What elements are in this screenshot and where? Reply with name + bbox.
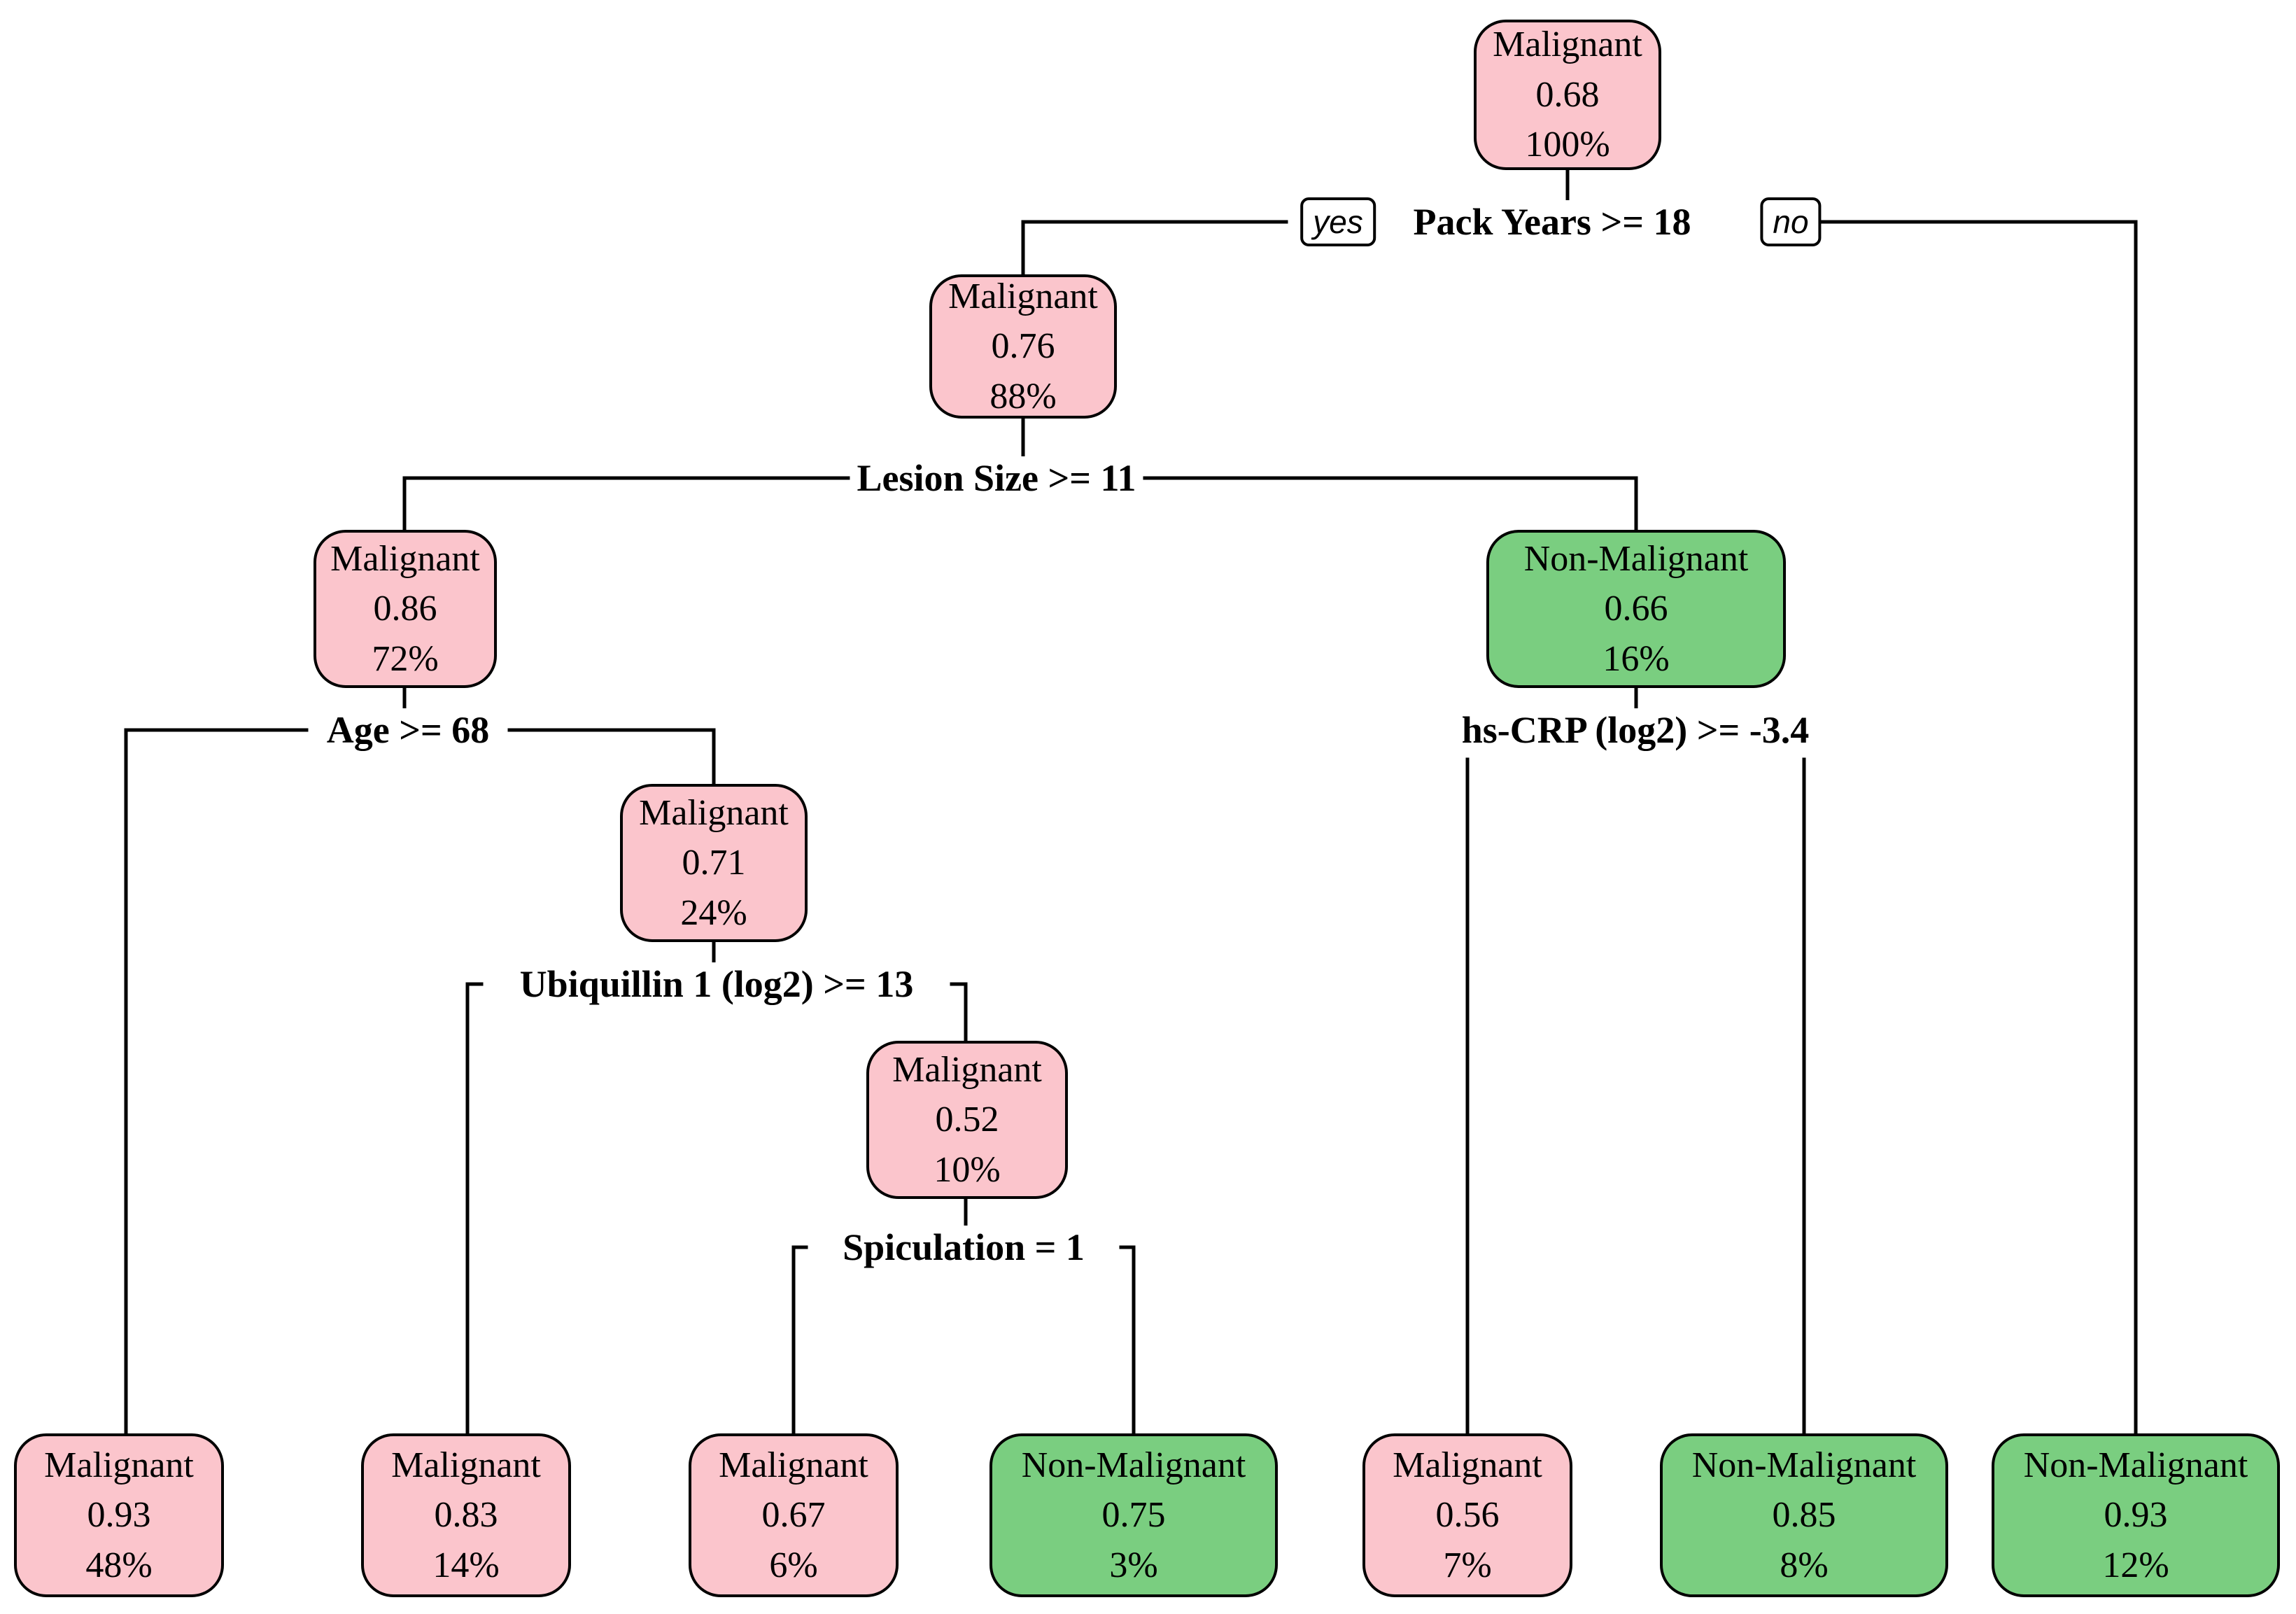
- node-percentage: 12%: [2102, 1545, 2169, 1585]
- branch-label-yes: yes: [1300, 197, 1376, 246]
- node-class-label: Non-Malignant: [1021, 1445, 1246, 1485]
- leaf-node-4[interactable]: Non-Malignant 0.75 3%: [989, 1433, 1278, 1597]
- node-percentage: 14%: [432, 1545, 500, 1585]
- node-class-label: Malignant: [948, 276, 1098, 316]
- node-probability: 0.93: [2104, 1495, 2168, 1536]
- edge-split3-yes-to-leaf1: [124, 728, 309, 1436]
- node-percentage: 7%: [1443, 1545, 1492, 1585]
- node-class-label: Malignant: [639, 792, 789, 833]
- leaf-node-5[interactable]: Malignant 0.56 7%: [1362, 1433, 1572, 1597]
- node-class-label: Malignant: [44, 1445, 194, 1485]
- node-probability: 0.86: [373, 589, 437, 629]
- edge-split6-yes-to-leaf3: [791, 1245, 808, 1436]
- node-percentage: 72%: [372, 638, 439, 679]
- node-percentage: 100%: [1525, 125, 1610, 165]
- node-class-label: Malignant: [330, 538, 480, 579]
- node-probability: 0.56: [1435, 1495, 1500, 1536]
- leaf-node-3[interactable]: Malignant 0.67 6%: [689, 1433, 899, 1597]
- split-label-hs-crp: hs-CRP (log2) >= -3.4: [1454, 708, 1817, 752]
- node-probability: 0.76: [991, 326, 1055, 367]
- branch-label-no: no: [1760, 197, 1822, 246]
- node-probability: 0.52: [935, 1100, 999, 1140]
- node-age-no-malignant[interactable]: Malignant 0.71 24%: [620, 784, 808, 942]
- node-class-label: Non-Malignant: [1691, 1445, 1917, 1485]
- node-percentage: 10%: [934, 1149, 1001, 1190]
- edge-split2-no-to-n4: [1126, 476, 1638, 532]
- node-ubiquillin-no-malignant[interactable]: Malignant 0.52 10%: [866, 1041, 1068, 1199]
- node-root-malignant[interactable]: Malignant 0.68 100%: [1474, 20, 1661, 170]
- edge-split3-no-to-n5: [507, 728, 716, 786]
- node-lesionsize-yes-malignant[interactable]: Malignant 0.86 72%: [314, 530, 497, 688]
- node-probability: 0.68: [1535, 74, 1600, 115]
- node-percentage: 3%: [1109, 1545, 1158, 1585]
- node-percentage: 24%: [680, 892, 747, 933]
- edge-split1-no-to-leaf7: [1815, 220, 2138, 1436]
- leaf-node-7[interactable]: Non-Malignant 0.93 12%: [1992, 1433, 2280, 1597]
- node-percentage: 48%: [85, 1545, 153, 1585]
- node-percentage: 6%: [769, 1545, 818, 1585]
- node-probability: 0.93: [87, 1495, 151, 1536]
- node-class-label: Malignant: [391, 1445, 541, 1485]
- node-probability: 0.67: [761, 1495, 826, 1536]
- node-class-label: Non-Malignant: [2023, 1445, 2248, 1485]
- node-class-label: Malignant: [892, 1049, 1042, 1090]
- node-class-label: Malignant: [719, 1445, 868, 1485]
- split-label-spiculation: Spiculation = 1: [836, 1226, 1092, 1269]
- leaf-node-2[interactable]: Malignant 0.83 14%: [361, 1433, 571, 1597]
- split-label-pack-years: Pack Years >= 18: [1406, 200, 1698, 244]
- split-label-ubiquillin: Ubiquillin 1 (log2) >= 13: [512, 962, 921, 1006]
- split-label-age: Age >= 68: [319, 708, 497, 752]
- split-label-lesion-size: Lesion Size >= 11: [850, 456, 1143, 500]
- node-probability: 0.85: [1772, 1495, 1836, 1536]
- edge-split6-no-to-leaf4: [1119, 1245, 1136, 1436]
- edge-split2-yes-to-n3: [402, 476, 867, 532]
- node-probability: 0.66: [1604, 589, 1668, 629]
- node-probability: 0.75: [1101, 1495, 1166, 1536]
- leaf-node-1[interactable]: Malignant 0.93 48%: [14, 1433, 224, 1597]
- edge-split5-no-to-n6: [950, 982, 968, 1043]
- node-lesionsize-no-nonmalignant[interactable]: Non-Malignant 0.66 16%: [1486, 530, 1786, 688]
- node-probability: 0.83: [434, 1495, 498, 1536]
- edge-split5-yes-to-leaf2: [465, 982, 484, 1436]
- leaf-node-6[interactable]: Non-Malignant 0.85 8%: [1660, 1433, 1948, 1597]
- node-class-label: Malignant: [1493, 24, 1642, 65]
- node-percentage: 8%: [1780, 1545, 1829, 1585]
- node-class-label: Non-Malignant: [1523, 538, 1749, 579]
- node-class-label: Malignant: [1393, 1445, 1542, 1485]
- node-packyears-yes-malignant[interactable]: Malignant 0.76 88%: [929, 274, 1117, 419]
- node-percentage: 16%: [1603, 638, 1670, 679]
- node-probability: 0.71: [682, 843, 746, 883]
- edge-split1-yes-to-n2: [1021, 220, 1288, 276]
- node-percentage: 88%: [989, 376, 1057, 416]
